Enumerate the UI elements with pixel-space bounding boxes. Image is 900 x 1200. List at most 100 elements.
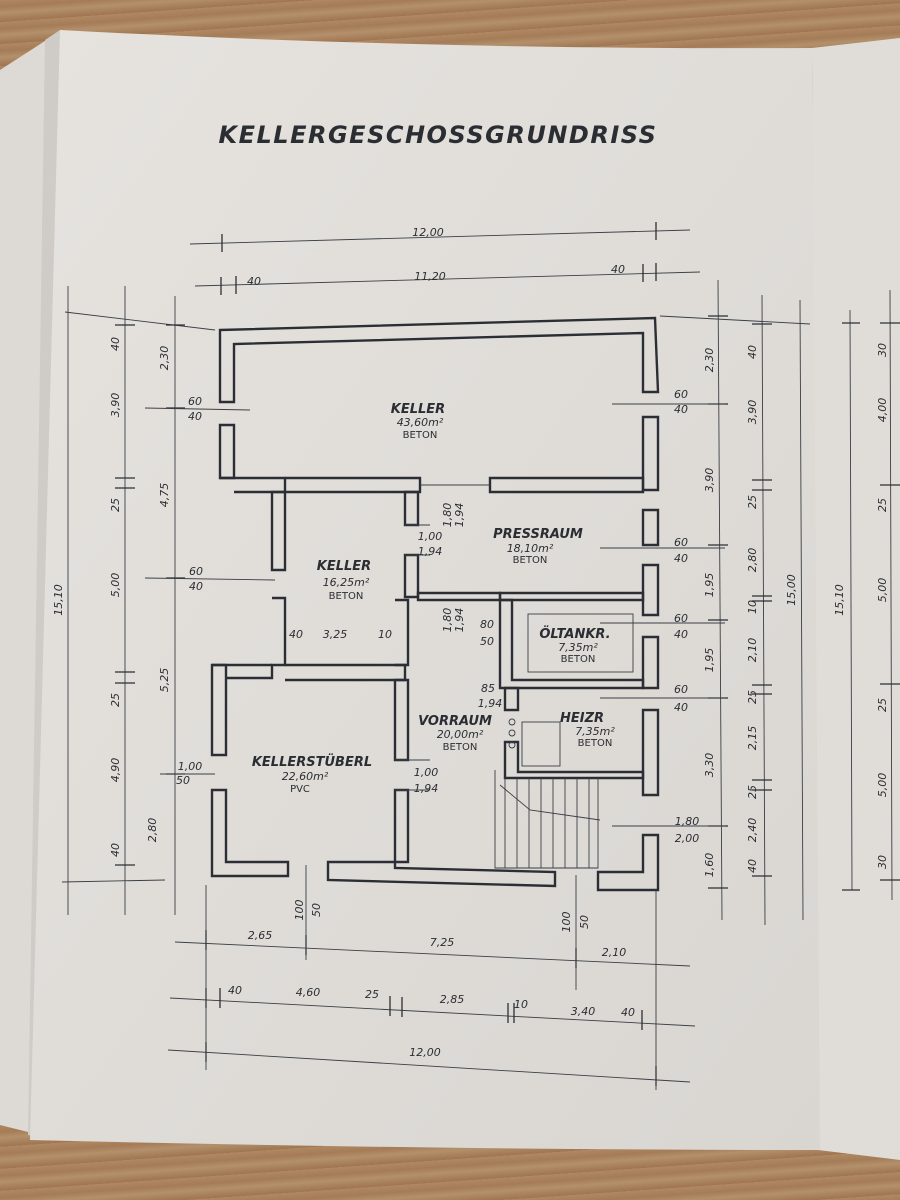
dim-bottom1-mid: 7,25 <box>430 936 455 949</box>
dim-far-right-5: 25 <box>876 698 889 712</box>
dim-bottom1-right: 2,10 <box>602 946 627 959</box>
svg-text:1,94: 1,94 <box>414 782 439 795</box>
svg-text:1,00: 1,00 <box>418 530 443 543</box>
dim-far-right-7: 30 <box>876 855 889 869</box>
dim-far-right-4: 5,00 <box>876 578 889 603</box>
dim-left-chain-2: 3,90 <box>109 393 122 418</box>
room-material: BETON <box>403 430 438 441</box>
svg-text:40: 40 <box>674 403 688 416</box>
plan-title: KELLERGESCHOSSGRUNDRISS <box>219 121 658 149</box>
dim-right-chain-1: 40 <box>746 345 759 359</box>
dim-far-right-3: 25 <box>876 498 889 512</box>
dim-bottom2-2: 4,60 <box>296 986 321 999</box>
dim-bottom1-left: 2,65 <box>248 929 273 942</box>
room-vorraum: VORRAUM 20,00m² BETON <box>418 714 492 753</box>
dim-right-inner-5: 3,30 <box>703 753 716 778</box>
room-area: 43,60m² <box>397 416 444 429</box>
room-name: PRESSRAUM <box>493 527 583 542</box>
room-heizraum: HEIZR 7,35m² BETON <box>560 711 615 749</box>
room-keller-large: KELLER 43,60m² BETON <box>391 402 445 441</box>
dim-top-middle: 11,20 <box>414 270 446 283</box>
dim-right-inner-1: 2,30 <box>703 348 716 373</box>
dim-bottom2-6: 3,40 <box>571 1005 596 1018</box>
svg-text:40: 40 <box>188 410 202 423</box>
dim-right-chain-7: 25 <box>746 690 759 704</box>
room-keller-small: KELLER 16,25m² BETON <box>317 559 371 602</box>
svg-text:50: 50 <box>176 774 190 787</box>
dim-bottom2-3: 25 <box>365 988 379 1001</box>
room-material: BETON <box>513 555 548 566</box>
svg-text:10: 10 <box>378 628 392 641</box>
dim-left-chain-6: 4,90 <box>109 758 122 783</box>
dim-top-total: 12,00 <box>412 226 444 239</box>
room-material: PVC <box>290 784 310 795</box>
dim-left-chain-3: 25 <box>109 498 122 512</box>
right-sheet <box>812 38 900 1160</box>
dim-far-right-2: 4,00 <box>876 398 889 423</box>
svg-text:60: 60 <box>188 395 202 408</box>
room-name: KELLER <box>317 559 371 574</box>
dim-left-mid-1: 2,30 <box>158 346 171 371</box>
svg-text:60: 60 <box>674 612 688 625</box>
opening-labels: 60 40 60 40 1,80 1,94 1,00 1,94 60 40 60… <box>176 388 699 933</box>
svg-text:60: 60 <box>189 565 203 578</box>
room-kellerstueberl: KELLERSTÜBERL 22,60m² PVC <box>252 754 372 795</box>
svg-text:80: 80 <box>480 618 494 631</box>
svg-text:1,94: 1,94 <box>418 545 443 558</box>
room-material: BETON <box>443 742 478 753</box>
dim-bottom2-5: 10 <box>514 998 528 1011</box>
room-name: ÖLTANKR. <box>539 626 610 642</box>
svg-text:1,00: 1,00 <box>414 766 439 779</box>
dim-left-mid-3: 5,25 <box>158 668 171 693</box>
svg-text:40: 40 <box>289 628 303 641</box>
inner-walls <box>285 476 645 869</box>
svg-text:50: 50 <box>578 915 591 929</box>
room-material: BETON <box>561 654 596 665</box>
dim-left-chain-1: 40 <box>109 337 122 351</box>
room-pressraum: PRESSRAUM 18,10m² BETON <box>493 527 583 566</box>
room-material: BETON <box>578 738 613 749</box>
room-name: VORRAUM <box>418 714 492 729</box>
svg-text:50: 50 <box>310 903 323 917</box>
room-area: 18,10m² <box>507 542 554 555</box>
svg-text:85: 85 <box>481 682 495 695</box>
dim-right-chain-11: 40 <box>746 859 759 873</box>
dimension-labels: 12,00 40 11,20 40 15,10 40 3,90 25 5,00 … <box>52 226 889 1059</box>
svg-text:100: 100 <box>560 912 573 933</box>
dim-right-chain-4: 2,80 <box>746 548 759 573</box>
main-sheet <box>30 30 820 1150</box>
dim-far-right-6: 5,00 <box>876 773 889 798</box>
svg-text:1,00: 1,00 <box>178 760 203 773</box>
svg-text:60: 60 <box>674 683 688 696</box>
svg-text:60: 60 <box>674 536 688 549</box>
svg-text:1,80: 1,80 <box>441 608 454 633</box>
room-area: 22,60m² <box>282 770 329 783</box>
svg-text:1,94: 1,94 <box>453 503 466 528</box>
svg-text:1,94: 1,94 <box>453 608 466 633</box>
room-material: BETON <box>329 591 364 602</box>
dim-bottom2-4: 2,85 <box>440 993 465 1006</box>
room-name: HEIZR <box>560 711 604 726</box>
dim-bottom-total: 12,00 <box>409 1046 441 1059</box>
dim-right-chain-9: 25 <box>746 785 759 799</box>
dimension-lines <box>61 222 900 1090</box>
svg-text:1,80: 1,80 <box>675 815 700 828</box>
dim-top-right: 40 <box>611 263 625 276</box>
dim-right-chain-10: 2,40 <box>746 818 759 843</box>
svg-text:3,25: 3,25 <box>323 628 348 641</box>
room-area: 7,35m² <box>558 641 598 654</box>
dim-right-chain-8: 2,15 <box>746 726 759 751</box>
dim-left-chain-4: 5,00 <box>109 573 122 598</box>
dim-right-chain-3: 25 <box>746 495 759 509</box>
svg-text:1,80: 1,80 <box>441 503 454 528</box>
room-oltank: ÖLTANKR. 7,35m² BETON <box>539 626 610 665</box>
dim-top-left: 40 <box>247 275 261 288</box>
dim-right-inner-4: 1,95 <box>703 648 716 673</box>
dim-left-chain-5: 25 <box>109 693 122 707</box>
svg-text:100: 100 <box>293 900 306 921</box>
svg-text:2,00: 2,00 <box>675 832 700 845</box>
room-area: 20,00m² <box>437 728 484 741</box>
dim-left-total: 15,10 <box>52 584 65 616</box>
dim-right-inner-3: 1,95 <box>703 573 716 598</box>
svg-text:1,94: 1,94 <box>478 697 503 710</box>
